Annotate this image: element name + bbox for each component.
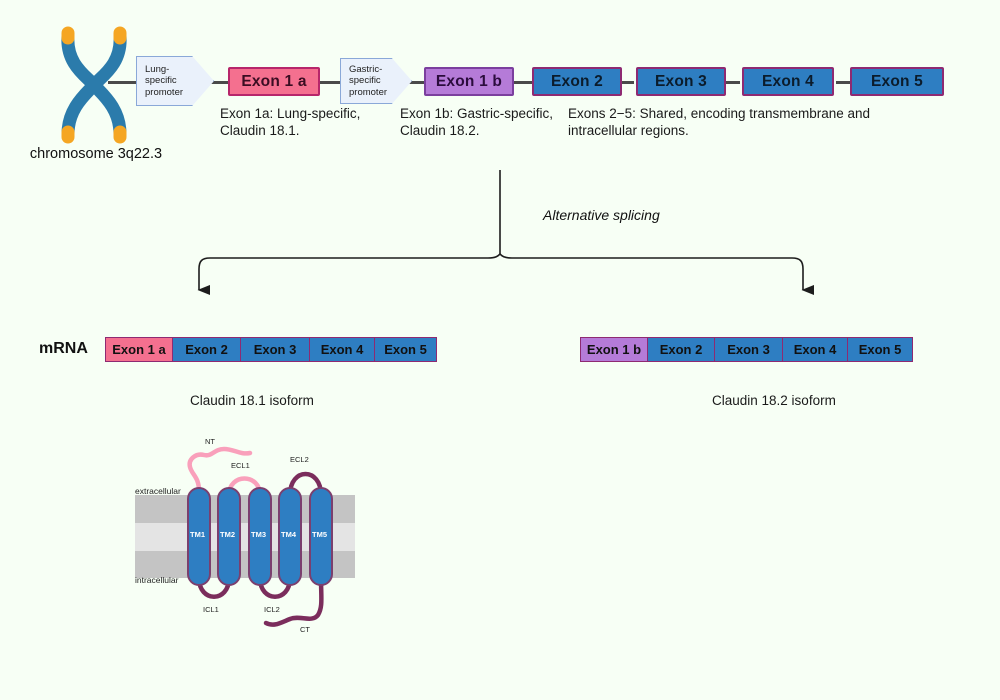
- mrna1-exon-1a[interactable]: Exon 1 a: [105, 337, 173, 362]
- ct-tail: [263, 575, 324, 627]
- gene-exon-1b-label: Exon 1 b: [435, 72, 503, 90]
- transmembrane-helices: [187, 487, 333, 586]
- chromosome-label: chromosome 3q22.3: [29, 146, 163, 162]
- gene-exon-1a-label: Exon 1 a: [241, 72, 307, 90]
- mrna1-exon-3[interactable]: Exon 3: [240, 337, 310, 362]
- chromosome-svg: [61, 26, 127, 144]
- mrna1-exon-5[interactable]: Exon 5: [374, 337, 437, 362]
- caption-exons-2-5: Exons 2−5: Shared, encoding transmembran…: [568, 106, 871, 138]
- mrna-isoform-1-row: Exon 1 a Exon 2 Exon 3 Exon 4 Exon 5: [105, 337, 437, 362]
- mrna2-exon-4-label: Exon 4: [793, 342, 837, 357]
- gene-connector-8: [836, 81, 852, 84]
- chromatid-arms: [61, 29, 127, 141]
- mrna1-exon-2[interactable]: Exon 2: [171, 337, 242, 362]
- alternative-splicing-label: Alternative splicing: [543, 207, 660, 223]
- isoform-1-caption: Claudin 18.1 isoform: [190, 393, 314, 408]
- tm4-label: TM4: [281, 530, 296, 539]
- mrna1-exon-3-label: Exon 3: [253, 342, 297, 357]
- gene-connector-3: [318, 81, 340, 84]
- caption-exon-1a: Exon 1a: Lung-specific, Claudin 18.1.: [220, 106, 361, 138]
- gene-exon-5-label: Exon 5: [870, 72, 924, 90]
- gastric-promoter-label: Gastric- specific promoter: [349, 63, 388, 98]
- mrna-isoform-2-row: Exon 1 b Exon 2 Exon 3 Exon 4 Exon 5: [580, 337, 913, 362]
- mrna-row-label: mRNA: [39, 340, 88, 357]
- tm5-label: TM5: [312, 530, 327, 539]
- gene-exon-4[interactable]: Exon 4: [742, 67, 834, 96]
- tm2-label: TM2: [220, 530, 235, 539]
- gene-connector-2: [206, 81, 234, 84]
- mrna2-exon-1b[interactable]: Exon 1 b: [580, 337, 648, 362]
- mrna2-exon-3-label: Exon 3: [727, 342, 770, 357]
- claudin-membrane-topology: extracellular intracellular TM1 TM2 TM3 …: [110, 425, 380, 645]
- chromosome-illustration: [46, 24, 142, 146]
- gene-connector-4: [400, 81, 428, 84]
- mrna1-exon-4-label: Exon 4: [320, 342, 364, 357]
- gene-connector-7: [726, 81, 740, 84]
- nt-tail: [187, 446, 253, 494]
- telomere-caps: [61, 26, 127, 144]
- ecl2-label: ECL2: [290, 455, 309, 464]
- mrna2-exon-1b-label: Exon 1 b: [586, 342, 642, 357]
- mrna2-exon-2[interactable]: Exon 2: [646, 337, 716, 362]
- mrna2-exon-2-label: Exon 2: [659, 342, 703, 357]
- gene-connector-1: [108, 81, 136, 84]
- mrna2-exon-3[interactable]: Exon 3: [714, 337, 783, 362]
- caption-exon-1b: Exon 1b: Gastric-specific, Claudin 18.2.: [400, 106, 554, 138]
- ct-label: CT: [300, 625, 310, 634]
- gene-exon-4-label: Exon 4: [761, 72, 815, 90]
- lung-promoter-label: Lung- specific promoter: [145, 63, 184, 98]
- mrna1-exon-2-label: Exon 2: [185, 342, 228, 357]
- mrna1-exon-1a-label: Exon 1 a: [112, 342, 166, 357]
- gene-exon-5[interactable]: Exon 5: [850, 67, 944, 96]
- mrna1-exon-5-label: Exon 5: [384, 342, 427, 357]
- gene-exon-3[interactable]: Exon 3: [636, 67, 726, 96]
- gene-connector-6: [620, 81, 634, 84]
- gene-connector-5: [514, 81, 534, 84]
- extracellular-label: extracellular: [135, 486, 181, 496]
- mrna2-exon-5-label: Exon 5: [858, 342, 902, 357]
- ecl1-label: ECL1: [231, 461, 250, 470]
- isoform-2-caption: Claudin 18.2 isoform: [712, 393, 836, 408]
- gene-exon-2-label: Exon 2: [550, 72, 604, 90]
- gene-exon-2[interactable]: Exon 2: [532, 67, 622, 96]
- intracellular-label: intracellular: [135, 575, 179, 585]
- gene-exon-3-label: Exon 3: [654, 72, 708, 90]
- membrane-topology-svg: [135, 446, 355, 627]
- gene-exon-1a[interactable]: Exon 1 a: [228, 67, 320, 96]
- tm3-label: TM3: [251, 530, 266, 539]
- gastric-specific-promoter[interactable]: Gastric- specific promoter: [340, 58, 412, 104]
- mrna2-exon-4[interactable]: Exon 4: [781, 337, 849, 362]
- mrna2-exon-5[interactable]: Exon 5: [847, 337, 913, 362]
- alternative-splicing-connector: [197, 170, 815, 296]
- nt-label: NT: [205, 437, 215, 446]
- icl1-label: ICL1: [203, 605, 219, 614]
- icl2-label: ICL2: [264, 605, 280, 614]
- gene-exon-1b[interactable]: Exon 1 b: [424, 67, 514, 96]
- mrna1-exon-4[interactable]: Exon 4: [308, 337, 376, 362]
- lung-specific-promoter[interactable]: Lung- specific promoter: [136, 56, 214, 106]
- tm1-label: TM1: [190, 530, 205, 539]
